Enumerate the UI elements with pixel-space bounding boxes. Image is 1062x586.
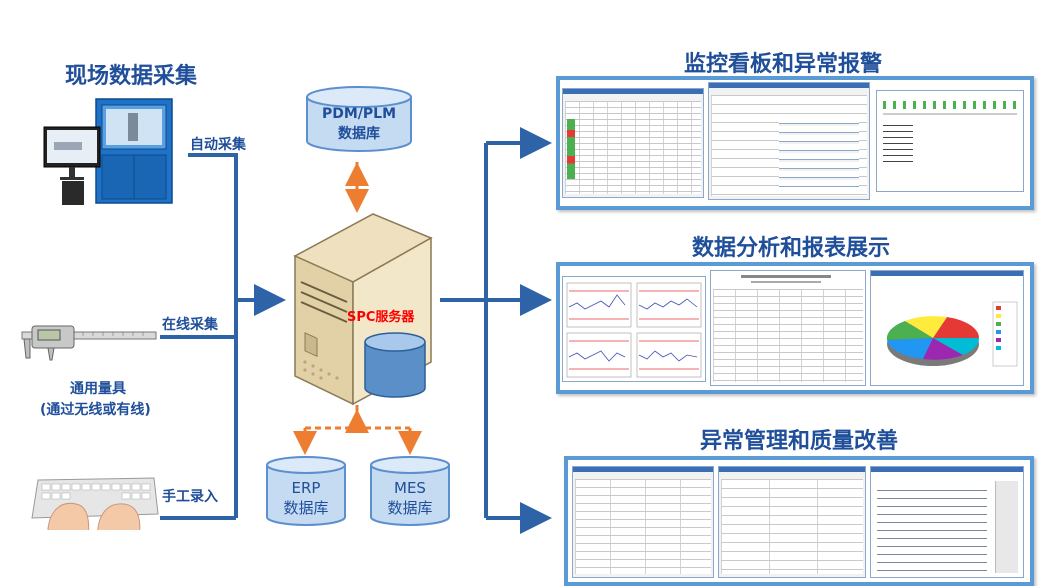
- monitor-panel: [556, 76, 1034, 210]
- spc-server-label: SPC服务器: [347, 310, 415, 325]
- analysis-screenshot-report-table: [710, 270, 866, 386]
- improvement-screenshot-tree: [870, 466, 1024, 578]
- mes-label-line1: MES: [394, 479, 426, 497]
- analysis-screenshot-control-charts: [562, 276, 706, 382]
- auto-collection-label: 自动采集: [190, 137, 246, 153]
- monitor-screenshot-table: [562, 88, 704, 198]
- gauge-caption-line2: (通过无线或有线): [40, 402, 151, 418]
- monitor-screenshot-workshop-map: [876, 90, 1024, 192]
- improvement-screenshot-form-1: [572, 466, 714, 578]
- pdm-label-line2: 数据库: [338, 126, 380, 142]
- erp-database-label: ERP 数据库: [265, 478, 347, 518]
- monitor-alarm-title: 监控看板和异常报警: [684, 52, 883, 77]
- erp-label-line2: 数据库: [283, 499, 329, 517]
- quality-improvement-title: 异常管理和质量改善: [700, 429, 899, 454]
- analysis-screenshot-pie-chart: [870, 270, 1024, 386]
- improvement-screenshot-form-2: [718, 466, 866, 578]
- measuring-machine-image: [40, 95, 185, 210]
- mes-label-line2: 数据库: [387, 499, 433, 517]
- erp-label-line1: ERP: [291, 479, 321, 497]
- data-collection-title: 现场数据采集: [65, 64, 198, 89]
- spc-server-icon: [285, 212, 437, 408]
- pdm-database-icon: [305, 85, 413, 153]
- online-collection-label: 在线采集: [162, 317, 218, 333]
- gauge-caption-line1: 通用量具: [70, 381, 126, 397]
- pdm-label-line1: PDM/PLM: [321, 106, 397, 122]
- manual-entry-label: 手工录入: [162, 489, 218, 505]
- caliper-image: [18, 318, 158, 362]
- analysis-report-title: 数据分析和报表展示: [692, 236, 891, 261]
- mes-database-icon: [369, 455, 451, 527]
- improvement-panel: [564, 456, 1034, 586]
- monitor-screenshot-alarm-settings: [708, 82, 870, 200]
- analysis-panel: [556, 262, 1034, 394]
- keyboard-image: [28, 470, 160, 541]
- pdm-database-label: PDM/PLM 数据库: [305, 104, 413, 144]
- mes-database-label: MES 数据库: [369, 478, 451, 518]
- erp-database-icon: [265, 455, 347, 527]
